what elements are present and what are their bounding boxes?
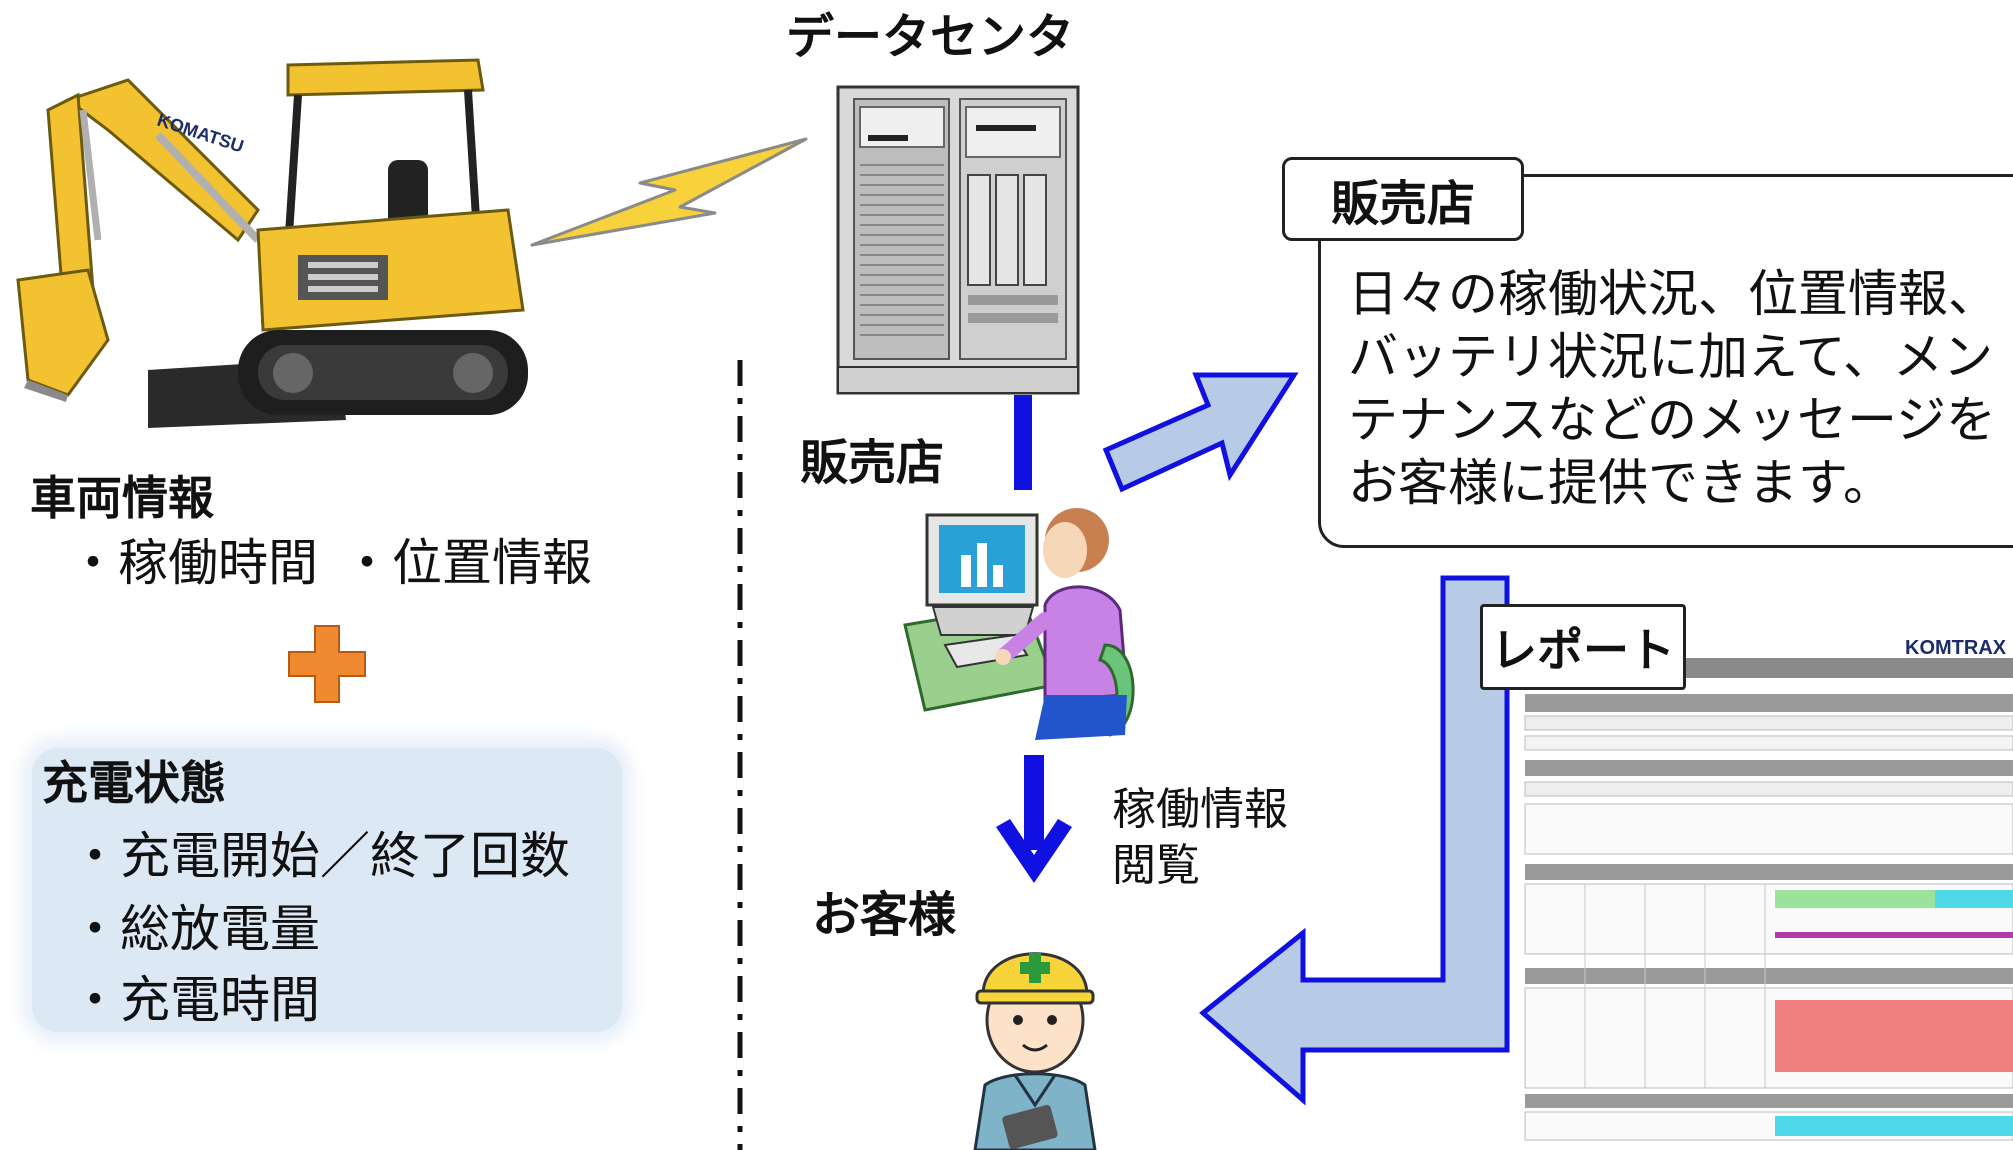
vehicle-info-title: 車両情報 [30,471,214,525]
ops-info-line1: 稼働情報 [1112,784,1288,835]
report-logo: KOMTRAX [1905,637,2007,659]
report-document-icon: KOMTRAX [1524,632,2013,1142]
operator-icon [903,508,1135,740]
datacenter-title: データセンタ [786,9,1075,65]
connector-line [1014,395,1032,490]
dealer-callout-tab: 販売店 [1282,157,1524,241]
lightning-icon [530,137,808,247]
charge-item-discharge: ・総放電量 [70,900,320,958]
plus-icon [288,625,366,703]
charge-state-title: 充電状態 [42,756,226,810]
dealer-label: 販売店 [800,435,945,491]
customer-label: お客様 [812,887,957,943]
arrow-return-left [1199,575,1510,1106]
worker-icon [973,952,1097,1150]
ops-info-label: 稼働情報 閲覧 [1112,782,1288,895]
dealer-callout-tab-label: 販売店 [1330,176,1475,232]
arrow-down [996,755,1072,883]
charge-state-panel [32,748,622,1032]
charge-item-time: ・充電時間 [70,971,320,1029]
report-tab: レポート [1480,604,1686,690]
server-icon [836,85,1080,395]
divider-line [737,360,743,1150]
arrow-up-right [1102,372,1299,493]
ops-info-line2: 閲覧 [1112,840,1200,892]
charge-item-count: ・充電開始／終了回数 [70,827,570,885]
report-tab-label: レポート [1491,623,1675,677]
dealer-callout-text: 日々の稼働状況、位置情報、バッテリ状況に加えて、メンテナンスなどのメッセージをお… [1348,265,1998,512]
vehicle-info-item-location: ・位置情報 [342,534,592,592]
vehicle-info-item-hours: ・稼働時間 [68,534,318,592]
excavator-icon: KOMATSU [16,58,528,428]
